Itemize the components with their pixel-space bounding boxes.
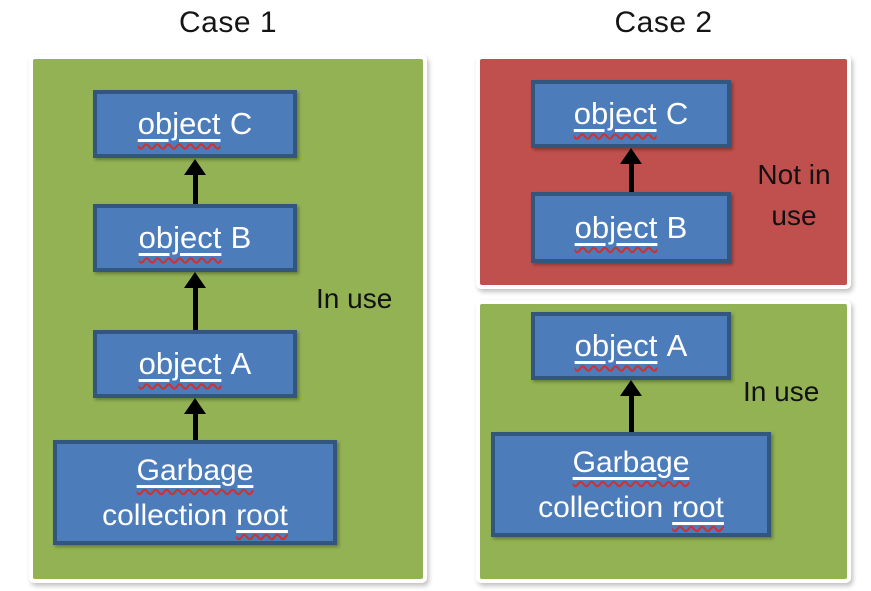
gc-root-line1: Garbage — [573, 440, 690, 485]
underlined-word: root — [236, 499, 288, 532]
plain-word: collection — [538, 490, 664, 524]
up-arrow-icon — [619, 148, 643, 192]
underlined-word: object — [574, 96, 657, 132]
underlined-word: object — [139, 346, 222, 382]
up-arrow-icon — [619, 380, 643, 432]
case1-title: Case 1 — [178, 6, 278, 39]
arrow-head — [620, 380, 642, 396]
misspelled-word: Garbage — [572, 445, 690, 479]
not-in-use-line2: use — [771, 200, 817, 231]
arrow-head — [184, 272, 206, 288]
misspelled-word: object — [138, 220, 222, 255]
misspelled-word: object — [573, 96, 657, 131]
underlined-word: root — [672, 491, 724, 524]
object-letter: C — [229, 106, 253, 141]
up-arrow-icon — [183, 159, 207, 204]
underlined-word: object — [575, 210, 658, 246]
object-letter: B — [230, 220, 252, 255]
case2-in-use-label: In use — [743, 376, 820, 407]
misspelled-word: object — [137, 106, 221, 141]
arrow-stem — [192, 288, 198, 330]
misspelled-word: root — [236, 498, 288, 532]
up-arrow-icon — [183, 272, 207, 330]
up-arrow-icon — [183, 398, 207, 440]
plain-word: collection — [102, 498, 228, 532]
case1-in-use-label: In use — [316, 283, 393, 314]
underlined-word: object — [138, 106, 221, 142]
arrow-stem — [628, 396, 634, 432]
underlined-word: object — [575, 328, 658, 364]
case2-not-in-use-label: Not in use — [724, 154, 864, 236]
gc-root-line1: Garbage — [137, 448, 254, 493]
arrow-stem — [628, 164, 634, 192]
misspelled-word: root — [672, 490, 724, 524]
misspelled-word: object — [574, 209, 658, 245]
arrow-stem — [192, 414, 198, 440]
underlined-word: Garbage — [573, 446, 690, 479]
object-letter: A — [230, 346, 252, 381]
case2-title: Case 2 — [614, 6, 713, 39]
misspelled-word: object — [138, 346, 222, 381]
underlined-word: Garbage — [137, 454, 254, 487]
arrow-head — [620, 148, 642, 164]
arrow-head — [184, 398, 206, 414]
misspelled-word: object — [574, 328, 658, 363]
misspelled-word: Garbage — [136, 453, 254, 487]
not-in-use-line1: Not in — [757, 159, 831, 190]
object-letter: C — [665, 96, 689, 131]
object-letter: B — [666, 209, 688, 245]
underlined-word: object — [139, 220, 222, 256]
object-letter: A — [666, 328, 688, 363]
arrow-head — [184, 159, 206, 175]
arrow-stem — [192, 175, 198, 204]
